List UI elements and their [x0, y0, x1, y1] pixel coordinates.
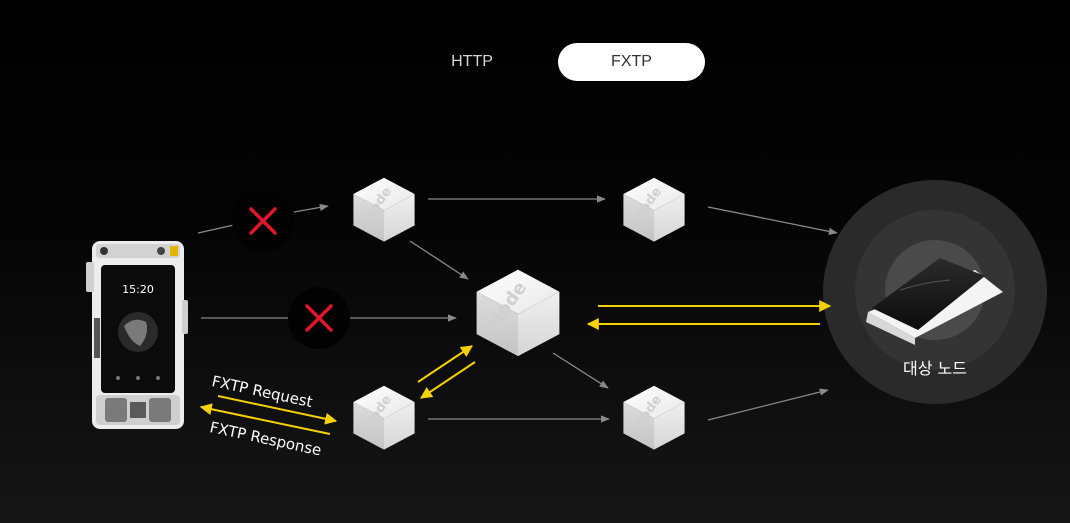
node-top-left: Node [353, 177, 415, 242]
flow-center-to-bottom-left [420, 361, 476, 399]
node-center: Node [476, 269, 560, 357]
edge-device-to-blocked-top [197, 224, 235, 234]
rugged-phone-icon: 15:20 [86, 241, 188, 429]
edge-top-left-to-center [409, 240, 469, 280]
flow-bottom-left-to-center [417, 345, 473, 383]
edge-top-right-to-target [707, 206, 838, 235]
x-mark-icon [232, 190, 294, 252]
edge-bottom-right-to-target [707, 388, 829, 421]
edge-center-to-bottom-right [552, 352, 609, 389]
target-node [823, 180, 1047, 404]
flow-response-arrow [199, 403, 331, 435]
x-mark-icon [288, 287, 350, 349]
edge-to-node-top-left [293, 203, 329, 213]
node-top-right: Node [623, 177, 685, 242]
node-bottom-right: Node [623, 385, 685, 450]
fxtp-flows [199, 300, 832, 435]
protocol-tabs: HTTP FXTP [0, 0, 1070, 100]
network-edges [197, 195, 838, 423]
node-bottom-left: Node [353, 385, 415, 450]
tab-fxtp[interactable]: FXTP [558, 43, 705, 81]
target-node-label: 대상 노드 [903, 359, 967, 378]
flow-request-arrow [217, 395, 338, 425]
target-device-icon [866, 258, 1003, 345]
tab-http[interactable]: HTTP [451, 53, 493, 70]
svg-text:15:20: 15:20 [122, 283, 154, 296]
